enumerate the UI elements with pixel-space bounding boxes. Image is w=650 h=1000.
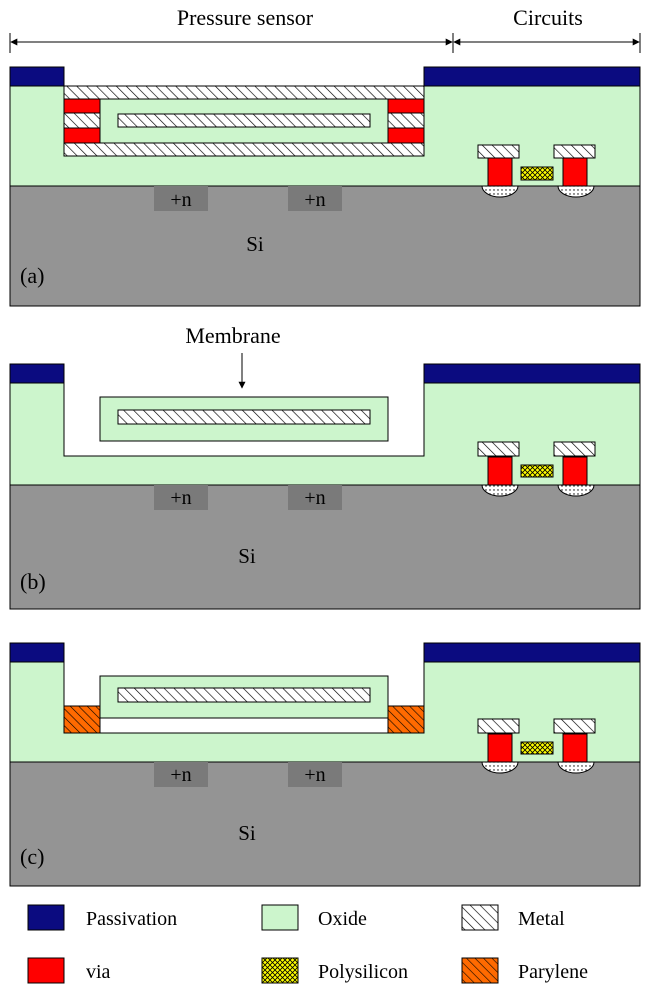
legend-label-oxide: Oxide (318, 908, 367, 930)
passivation-right (423, 642, 641, 663)
substrate-label: Si (246, 232, 264, 256)
implant-left (154, 485, 208, 510)
sensor-metal-bottom-plate (63, 142, 425, 157)
passivation-left (9, 66, 65, 87)
legend-item-metal: Metal (461, 904, 565, 931)
via-right-upper (387, 98, 425, 114)
via-source (487, 733, 513, 763)
via-drain (562, 456, 588, 486)
drain-diffusion (557, 185, 595, 198)
implant-right (288, 186, 342, 211)
implant-left (154, 186, 208, 211)
implant-left (154, 762, 208, 787)
panel-tag: (c) (20, 844, 44, 869)
source-diffusion (481, 484, 519, 497)
membrane-metal-electrode (117, 409, 371, 425)
via-left-lower (63, 127, 101, 144)
via-drain (562, 733, 588, 763)
legend-swatch-oxide (261, 904, 299, 931)
metal-left-middle (63, 112, 101, 129)
legend-label-via: via (86, 961, 111, 983)
metal-source-pad (477, 441, 520, 457)
legend-item-parylene: Parylene (461, 957, 588, 984)
substrate-label: Si (238, 544, 256, 568)
membrane-metal-electrode (117, 687, 371, 703)
source-diffusion (481, 761, 519, 774)
polysilicon-gate (520, 166, 554, 181)
polysilicon-gate (520, 741, 554, 755)
via-right-lower (387, 127, 425, 144)
via-left-upper (63, 98, 101, 114)
parylene-seal-right (387, 705, 425, 734)
legend-swatch-passivation (27, 904, 65, 931)
via-source (487, 456, 513, 486)
implant-left-label: +n (170, 189, 191, 211)
pressure-sensor-label: Pressure sensor (177, 5, 314, 30)
panel-b: +n +n Si (b) Membrane (9, 323, 641, 610)
implant-right (288, 762, 342, 787)
sensor-metal-electrode (117, 113, 371, 128)
legend-label-passivation: Passivation (86, 908, 177, 930)
legend-item-passivation: Passivation (27, 904, 177, 931)
via-source (487, 157, 513, 187)
metal-source-pad (477, 718, 520, 734)
header-dimension: Pressure sensor Circuits (9, 5, 641, 53)
passivation-left (9, 642, 65, 663)
legend-label-parylene: Parylene (518, 961, 588, 983)
legend-item-oxide: Oxide (261, 904, 367, 931)
metal-drain-pad (553, 144, 596, 159)
legend-label-polysilicon: Polysilicon (318, 961, 408, 983)
implant-right-label: +n (304, 487, 325, 509)
membrane-callout-label: Membrane (185, 323, 280, 348)
implant-right (288, 485, 342, 510)
implant-right-label: +n (304, 764, 325, 786)
source-diffusion (481, 185, 519, 198)
sensor-metal-top-plate (63, 85, 425, 100)
legend-item-via: via (27, 957, 111, 984)
metal-right-middle (387, 112, 425, 129)
panel-a: +n +n Si (a) (9, 66, 641, 307)
panel-c: +n +n Si (c) (9, 642, 641, 887)
legend-swatch-metal (461, 904, 499, 931)
implant-right-label: +n (304, 189, 325, 211)
passivation-left (9, 363, 65, 384)
drain-diffusion (557, 484, 595, 497)
legend: Passivation Oxide Metal via Polysilicon … (27, 904, 588, 984)
legend-swatch-parylene (461, 957, 499, 984)
legend-swatch-via (27, 957, 65, 984)
polysilicon-gate (520, 464, 554, 478)
metal-source-pad (477, 144, 520, 159)
via-drain (562, 157, 588, 187)
implant-left-label: +n (170, 764, 191, 786)
metal-drain-pad (553, 441, 596, 457)
drain-diffusion (557, 761, 595, 774)
metal-drain-pad (553, 718, 596, 734)
legend-swatch-polysilicon (261, 957, 299, 984)
parylene-seal-left (63, 705, 101, 734)
panel-tag: (a) (20, 263, 44, 288)
passivation-right (423, 363, 641, 384)
implant-left-label: +n (170, 487, 191, 509)
substrate-label: Si (238, 821, 256, 845)
legend-label-metal: Metal (518, 908, 565, 930)
circuits-label: Circuits (513, 5, 583, 30)
panel-tag: (b) (20, 569, 46, 594)
legend-item-polysilicon: Polysilicon (261, 957, 408, 984)
passivation-right (423, 66, 641, 87)
